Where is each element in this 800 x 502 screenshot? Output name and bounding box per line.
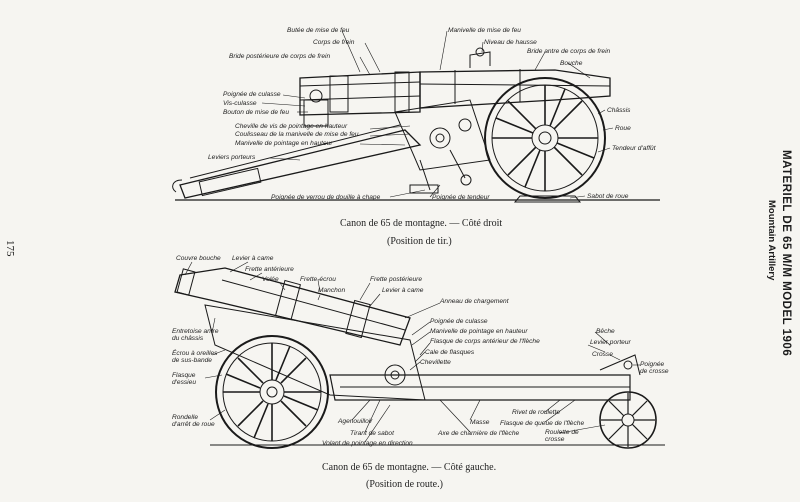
label-frette-anterieure: Frette antérieure	[245, 266, 294, 273]
label-poignee-culasse-bottom: Poignée de culasse	[430, 318, 488, 325]
label-manivelle-pointage-top: Manivelle de pointage en hauteur	[235, 140, 333, 147]
caption-top: Canon de 65 de montagne. — Côté droit	[340, 218, 503, 229]
caption-top-sub: (Position de tir.)	[387, 236, 452, 247]
label-bouton-mise-feu: Bouton de mise de feu	[223, 109, 289, 116]
label-volee: Volée	[262, 276, 279, 283]
label-chassis: Châssis	[607, 107, 631, 114]
label-crosse: Crosse	[592, 351, 613, 358]
gun-top-firing-position	[172, 30, 660, 203]
label-anneau-chargement: Anneau de chargement	[440, 298, 509, 305]
label-manivelle-mise-feu: Manivelle de mise de feu	[448, 27, 521, 34]
gun-bottom-travel-position	[174, 261, 665, 449]
label-beche: Bêche	[596, 328, 615, 335]
label-flasque-queue: Flasque de queue de l'flèche	[500, 420, 585, 427]
label-tendeur-affut: Tendeur d'affût	[612, 145, 656, 152]
label-masse: Masse	[470, 419, 490, 426]
caption-bottom: Canon de 65 de montagne. — Côté gauche.	[322, 462, 497, 473]
label-leviers-porteurs: Leviers porteurs	[208, 154, 256, 161]
label-poignee-verrou: Poignée de verrou de douille à chape	[271, 194, 381, 201]
label-flasque-essieu: Flasque d'essieu	[172, 372, 196, 386]
label-poignee-culasse-top: Poignée de culasse	[223, 91, 281, 98]
label-frette-ecrou: Frette-écrou	[300, 276, 336, 283]
label-vis-culasse: Vis-culasse	[223, 100, 257, 107]
label-flasque-corps-anterieur: Flasque de corps antérieur de l'flèche	[430, 338, 540, 345]
label-cale-flasques: Cale de flasques	[425, 349, 475, 356]
label-niveau-hausse: Niveau de hausse	[484, 39, 537, 46]
label-roulette-crosse: Roulette de crosse	[545, 429, 579, 443]
label-corps-frein: Corps de frein	[313, 39, 355, 46]
label-frette-posterieure: Frette postérieure	[370, 276, 423, 283]
label-poignee-tendeur: Poignée de tendeur	[432, 194, 490, 201]
label-couvre-bouche: Couvre bouche	[176, 255, 221, 262]
label-levier-porteur: Levier porteur	[590, 339, 631, 346]
label-poignee-crosse: Poignée de crosse	[640, 361, 669, 375]
label-manchon: Manchon	[318, 287, 346, 294]
label-levier-came-2: Levier à came	[382, 287, 424, 294]
label-chevillette: Chevillette	[420, 359, 451, 366]
label-levier-came-1: Levier à came	[232, 255, 274, 262]
label-rivet-roulette: Rivet de roulette	[512, 409, 561, 416]
label-ecrou-oreilles: Écrou à oreilles de sus-bande	[172, 350, 218, 364]
caption-bottom-sub: (Position de route.)	[366, 479, 443, 490]
label-bouche: Bouche	[560, 60, 583, 67]
label-cheville-vis-pointage: Cheville de vis de pointage en hauteur	[235, 123, 348, 130]
label-agenouilloir: Agenouilloir	[338, 418, 373, 425]
label-rondelle-arret: Rondelle d'arrêt de roue	[172, 414, 215, 428]
label-butee-mise-feu: Butée de mise de feu	[287, 27, 350, 34]
label-roue: Roue	[615, 125, 631, 132]
label-sabot-roue: Sabot de roue	[587, 193, 629, 200]
label-bride-posterieure: Bride postérieure de corps de frein	[229, 53, 331, 60]
label-volant-pointage: Volant de pointage en direction	[322, 440, 413, 447]
label-manivelle-pointage-bottom: Manivelle de pointage en hauteur	[430, 328, 528, 335]
label-bride-anterieure: Bride antre de corps de frein	[527, 48, 611, 55]
label-tirant-sabot: Tirant de sabot	[350, 430, 394, 437]
label-axe-charniere: Axe de charnière de l'flèche	[438, 430, 520, 437]
label-entretoise-chassis: Entretoise antre du châssis	[172, 328, 219, 342]
label-coulisseau-manivelle: Coulisseau de la manivelle de mise de fe…	[235, 131, 359, 138]
